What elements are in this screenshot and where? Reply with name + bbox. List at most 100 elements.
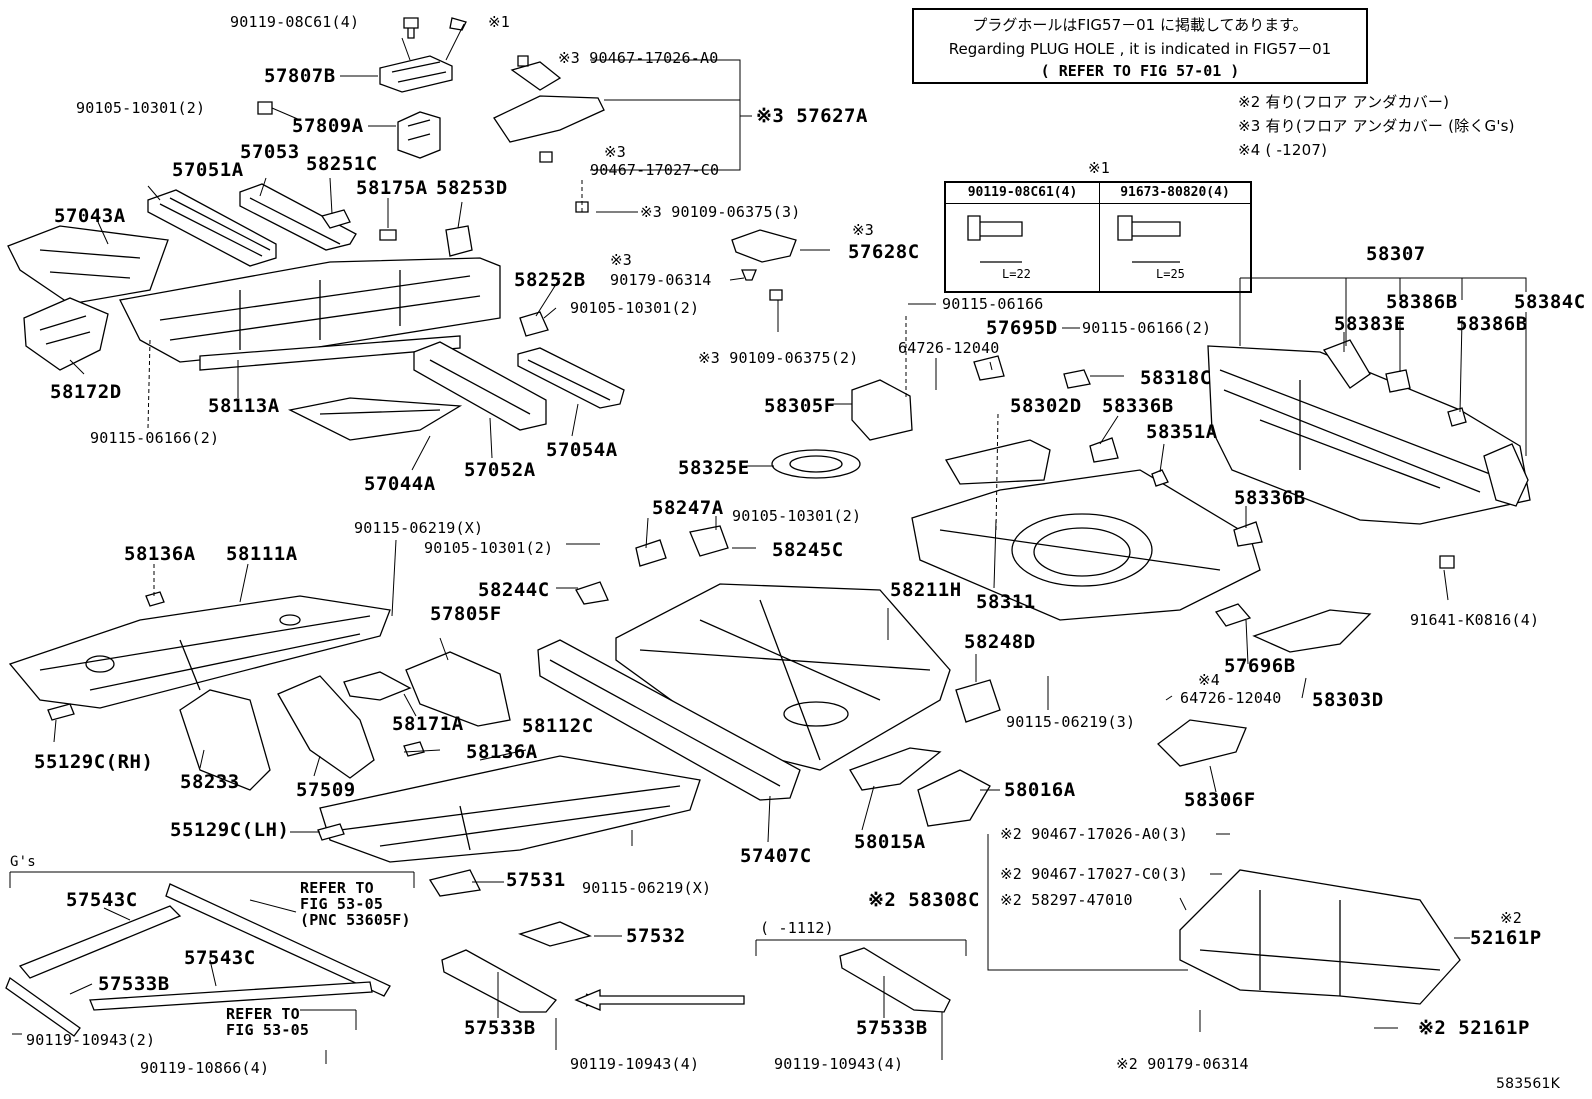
label-58336b-a: 58336B — [1102, 395, 1174, 417]
label-90115-06166-b: 90115-06166 — [942, 295, 1044, 313]
label-mark1-top: ※1 — [488, 13, 510, 31]
bolt-table-col1-part: 90119-08C61(4) — [946, 183, 1099, 204]
label-58302d: 58302D — [1010, 395, 1082, 417]
part-58136a-b-shape — [403, 741, 425, 757]
label-57628c: 57628C — [848, 241, 920, 263]
label-90115-06166-a: 90115-06166(2) — [90, 429, 220, 447]
label-90119-08c61: 90119-08C61(4) — [230, 13, 360, 31]
label-58172d: 58172D — [50, 381, 122, 403]
label-90109-06375-b: ※3 90109-06375(2) — [698, 349, 859, 367]
front-floor-58111a-shape — [8, 595, 391, 709]
part-58306f-shape — [1157, 719, 1247, 767]
pillar-57509-shape — [277, 675, 375, 779]
label-90105-10301-d: 90105-10301(2) — [732, 507, 862, 525]
label-58307: 58307 — [1366, 243, 1426, 265]
pillar-58233-shape — [179, 689, 271, 791]
part-58351a-shape — [1151, 469, 1169, 487]
bracket-57807b-shape — [379, 55, 453, 93]
note-box: プラグホールはFIG57－01 に掲載してあります。 Regarding PLU… — [912, 8, 1368, 84]
label-58318c: 58318C — [1140, 367, 1212, 389]
label-58383e: 58383E — [1334, 313, 1406, 335]
label-91641-k0816: 91641-K0816(4) — [1410, 611, 1540, 629]
bolt-table-col2-part: 91673-80820(4) — [1100, 183, 1250, 204]
label-58113a: 58113A — [208, 395, 280, 417]
label-58247a: 58247A — [652, 497, 724, 519]
label-90115-06219-3: 90115-06219(3) — [1006, 713, 1136, 731]
part-58251c-shape — [320, 209, 351, 229]
part-57532-shape — [518, 921, 592, 947]
label-58253d: 58253D — [436, 177, 508, 199]
label-refer2-line2: FIG 53-05 — [226, 1021, 310, 1039]
label-58311: 58311 — [976, 591, 1036, 613]
label-57531: 57531 — [506, 869, 566, 891]
legend-note-4: ※4 ( -1207) — [1238, 141, 1328, 159]
bracket-57627a-shape — [493, 55, 605, 213]
label-58245c: 58245C — [772, 539, 844, 561]
note-line-ref: ( REFER TO FIG 57-01 ) — [1040, 62, 1240, 80]
label-58306f: 58306F — [1184, 789, 1256, 811]
label-58211h: 58211H — [890, 579, 962, 601]
part-58016a-shape — [917, 769, 991, 827]
label-58297-47010: ※2 58297-47010 — [1000, 891, 1133, 909]
note-line-jp: プラグホールはFIG57－01 に掲載してあります。 — [972, 16, 1308, 34]
label-90115-06166-c: 90115-06166(2) — [1082, 319, 1212, 337]
bolt-table: 90119-08C61(4) 91673-80820(4) L=22 L=25 — [944, 181, 1252, 293]
label-refer1-line3: (PNC 53605F) — [300, 911, 411, 929]
label-90179-06314-a: 90179-06314 — [610, 271, 712, 289]
label-57807b: 57807B — [264, 65, 336, 87]
part-58252b-shape — [519, 311, 549, 337]
leader-lines — [9, 23, 1527, 1064]
label-90119-10866: 90119-10866(4) — [140, 1059, 270, 1077]
label-58136a-a: 58136A — [124, 543, 196, 565]
bolt-top-shapes — [257, 17, 467, 115]
arrow-shape — [574, 989, 745, 1011]
part-58336b-a-shape — [1089, 437, 1119, 463]
label-57533b-a: 57533B — [98, 973, 170, 995]
label-57809a: 57809A — [292, 115, 364, 137]
label-90467-17027-bottom: ※2 90467-17027-C0(3) — [1000, 865, 1189, 883]
label-58175a: 58175A — [356, 177, 428, 199]
label-57696b: 57696B — [1224, 655, 1296, 677]
label-90105-10301-a: 90105-10301(2) — [76, 99, 206, 117]
label-58015a: 58015A — [854, 831, 926, 853]
label-58325e: 58325E — [678, 457, 750, 479]
label-90105-10301-c: 90105-10301(2) — [424, 539, 554, 557]
label-58252b: 58252B — [514, 269, 586, 291]
sill-57407c-shape — [537, 639, 801, 801]
label-57532: 57532 — [626, 925, 686, 947]
label-58305f: 58305F — [764, 395, 836, 417]
label-58351a: 58351A — [1146, 421, 1218, 443]
label-64726-12040-a: 64726-12040 — [898, 339, 1000, 357]
dash-panel-58307-shape — [1207, 339, 1531, 569]
part-58247a-shape — [635, 539, 667, 567]
label-55129c-rh: 55129C(RH) — [34, 751, 154, 773]
bracket-57809a-shape — [397, 111, 441, 159]
label-58248d: 58248D — [964, 631, 1036, 653]
label-52161p-a: 52161P — [1470, 927, 1542, 949]
bolt-table-col2-length: L=25 — [1156, 267, 1185, 281]
note-line-en: Regarding PLUG HOLE , it is indicated in… — [948, 40, 1332, 58]
label-55129c-lh: 55129C(LH) — [170, 819, 290, 841]
label-57533b-c: 57533B — [856, 1017, 928, 1039]
part-58318c-shape — [1063, 369, 1091, 389]
plug-58325e-shape — [771, 449, 861, 479]
bolt-table-mark: ※1 — [1088, 159, 1110, 177]
member-57054a-shape — [517, 347, 625, 409]
label-90109-06375-a: ※3 90109-06375(3) — [640, 203, 801, 221]
label-58386b-b: 58386B — [1456, 313, 1528, 335]
label-52161p-a-mark: ※2 — [1500, 909, 1522, 927]
label-57543c-a: 57543C — [66, 889, 138, 911]
member-57052a-shape — [413, 341, 547, 431]
label-range-1112: ( -1112) — [760, 919, 834, 937]
label-57054a: 57054A — [546, 439, 618, 461]
label-58136a-b: 58136A — [466, 741, 538, 763]
bolt-table-figures — [967, 215, 1181, 263]
label-90179-06314-b: ※2 90179-06314 — [1116, 1055, 1249, 1073]
part-57044a-shape — [288, 397, 463, 441]
part-58136a-a-shape — [145, 591, 165, 607]
bracket-57805f-shape — [405, 651, 511, 727]
part-58172d-shape — [23, 297, 109, 371]
part-55129c-lh-shape — [317, 823, 345, 841]
brace-57533b-c-shape — [839, 947, 951, 1013]
